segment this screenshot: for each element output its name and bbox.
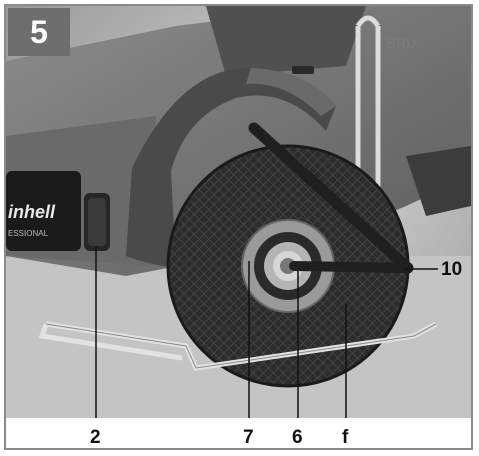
- figure-number-badge: 5: [8, 8, 70, 56]
- callout-f: f: [342, 427, 349, 448]
- figure-frame: BRU inhell ESSIONAL: [4, 4, 473, 450]
- cutoff-tool-photo: BRU inhell ESSIONAL: [6, 6, 471, 418]
- brand-subtext: ESSIONAL: [8, 229, 49, 238]
- callout-10: 10: [441, 259, 463, 280]
- callout-6: 6: [292, 427, 303, 448]
- guard-text: BRU: [386, 35, 416, 51]
- callout-2: 2: [90, 427, 101, 448]
- brand-text: inhell: [8, 202, 56, 222]
- callout-7: 7: [243, 427, 254, 448]
